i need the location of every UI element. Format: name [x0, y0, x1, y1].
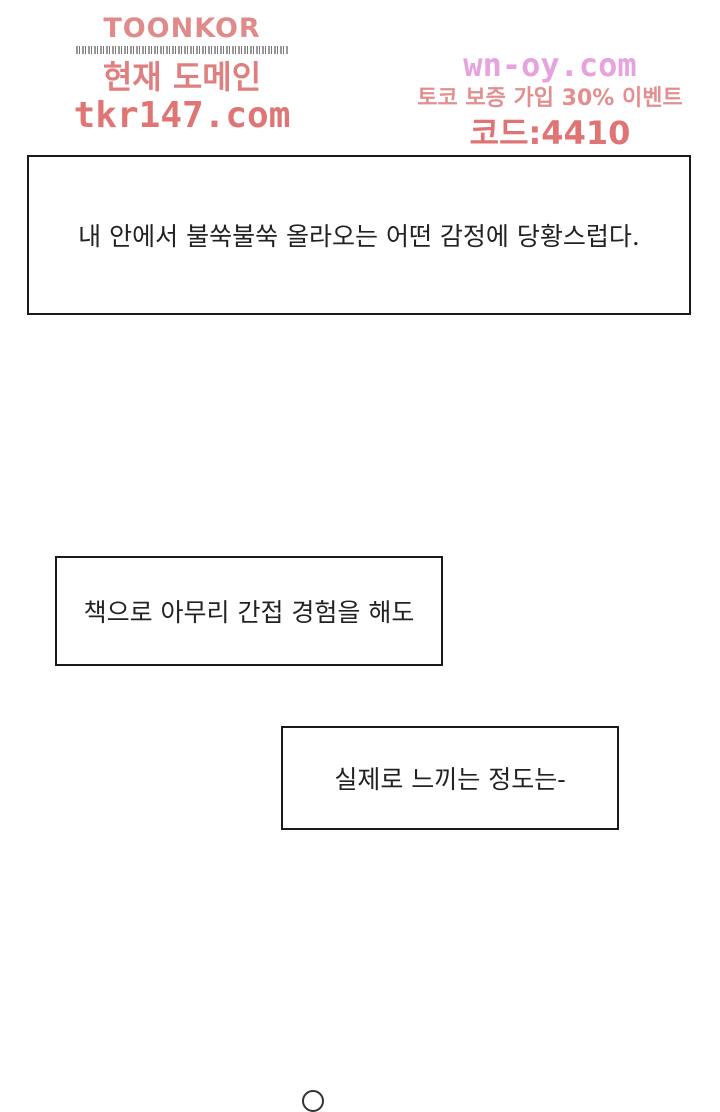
promo-event-text: 토코 보증 가입 30% 이벤트 [417, 86, 683, 111]
current-domain-label: 현재 도메인 [102, 58, 262, 96]
toonkor-watermark: TOONKOR 현재 도메인 tkr147.com [62, 14, 302, 136]
barcode-decoration [76, 46, 288, 54]
partial-bubble-shape [302, 1090, 324, 1112]
promo-watermark: wn-oy.com 토코 보증 가입 30% 이벤트 코드:4410 [390, 46, 710, 152]
toonkor-logo: TOONKOR [103, 13, 261, 44]
narration-box-1: 내 안에서 불쑥불쑥 올라오는 어떤 감정에 당황스럽다. [27, 155, 691, 315]
current-domain-url: tkr147.com [73, 95, 291, 136]
promo-code: 코드:4410 [469, 114, 631, 152]
narration-box-3: 실제로 느끼는 정도는- [281, 726, 619, 830]
narration-box-2: 책으로 아무리 간접 경험을 해도 [55, 556, 443, 666]
promo-url: wn-oy.com [463, 46, 637, 84]
